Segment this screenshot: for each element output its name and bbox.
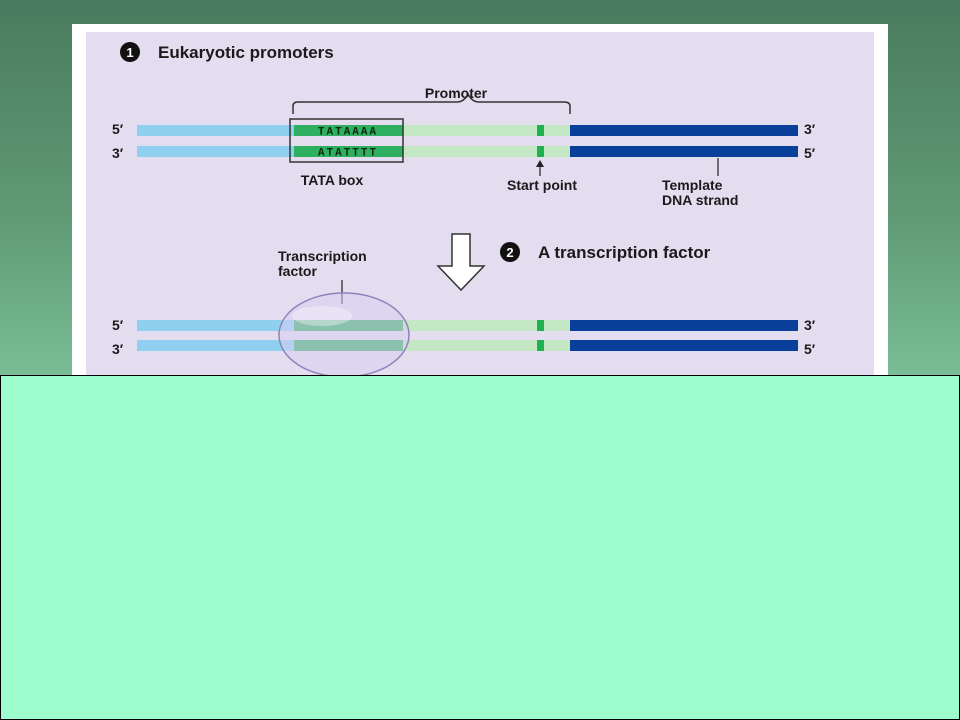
dna2-strand-bottom	[137, 340, 798, 351]
step-1-number: 1	[126, 45, 133, 60]
diagram-panel	[86, 32, 874, 376]
transcription-factor-sphere	[278, 292, 410, 376]
strand2-end-left-top: 5′	[112, 317, 124, 333]
sphere-highlight	[292, 306, 352, 326]
step-1-badge	[120, 42, 140, 62]
step-2-title: A transcription factor	[538, 243, 711, 262]
start-point-arrowhead	[536, 160, 544, 167]
tata-sequence-bottom: ATATTTT	[318, 148, 378, 160]
strand-end-left-bottom: 3′	[112, 145, 124, 161]
dna-strand-top: TATAAAA	[137, 125, 798, 139]
promoter-label: Promoter	[425, 85, 488, 101]
transcription-factor-label-line1: Transcription	[278, 248, 367, 264]
diagram-figure: 1 Eukaryotic promoters Promoter 5′ 3′ 3′…	[72, 24, 888, 376]
tata-box-outline	[289, 118, 404, 163]
dna2-strand-top	[137, 320, 798, 331]
strand-end-right-bottom: 5′	[804, 145, 816, 161]
strand2-end-right-top: 3′	[804, 317, 816, 333]
transcription-factor-label-line2: factor	[278, 263, 317, 279]
step-1-heading: 1 Eukaryotic promoters	[120, 42, 334, 62]
step-2-number: 2	[506, 245, 513, 260]
promoter-bracket	[292, 92, 571, 114]
strand-end-right-top: 3′	[804, 121, 816, 137]
dna-strand-bottom: ATATTTT	[137, 146, 798, 160]
strand2-end-right-bottom: 5′	[804, 341, 816, 357]
down-arrow-icon	[436, 233, 486, 292]
step-2-badge	[500, 242, 520, 262]
diagram-svg: 1 Eukaryotic promoters Promoter 5′ 3′ 3′…	[86, 32, 874, 376]
start-point-label: Start point	[507, 177, 577, 193]
tata-sequence-top: TATAAAA	[318, 127, 378, 139]
template-label-line2: DNA strand	[662, 192, 739, 208]
tata-box-label: TATA box	[301, 172, 364, 188]
step-2-heading: 2 A transcription factor	[500, 242, 711, 262]
template-label-line1: Template	[662, 177, 723, 193]
step-1-title: Eukaryotic promoters	[158, 43, 334, 62]
strand2-end-left-bottom: 3′	[112, 341, 124, 357]
empty-content-panel	[0, 375, 960, 720]
strand-end-left-top: 5′	[112, 121, 124, 137]
